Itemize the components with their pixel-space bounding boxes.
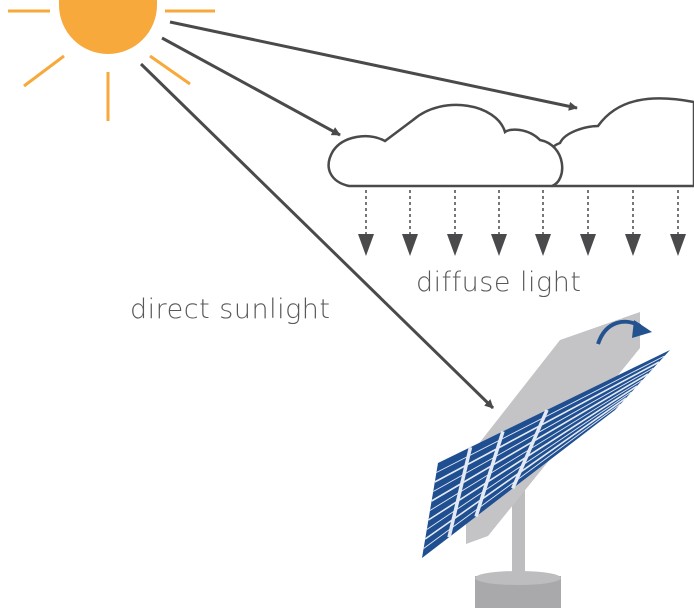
panel-grid — [423, 355, 665, 549]
panel-grid-line — [423, 403, 621, 549]
diffuse-arrow-head — [580, 234, 596, 256]
panel-grid-line — [427, 385, 638, 521]
diffuse-arrow-head — [358, 234, 374, 256]
rotate-arrow-head — [632, 320, 652, 338]
diffuse-arrow-head — [402, 234, 418, 256]
panel-grid-line — [434, 361, 660, 483]
pole — [512, 480, 525, 580]
panel-grid-line — [511, 409, 549, 490]
diffuse-arrow-head — [670, 234, 686, 256]
solar-panel-icon — [422, 312, 670, 608]
diffuse-arrow-head — [535, 234, 551, 256]
diffuse-arrow-head — [447, 234, 463, 256]
panel-grid-line — [432, 367, 654, 492]
ray-to-far-cloud — [169, 20, 578, 111]
ray-to-near-cloud — [161, 36, 341, 137]
cloud-right — [542, 97, 694, 188]
panel-grid-line — [431, 373, 649, 502]
light-rays — [139, 20, 578, 410]
panel-grid-line — [447, 446, 473, 538]
panel-grid-line — [474, 430, 505, 518]
diffuse-light-label: diffuse light — [416, 267, 582, 298]
direct-sunlight-ray — [139, 62, 495, 410]
cloud-left — [327, 103, 564, 188]
panel-grid-line — [426, 391, 632, 530]
diffuse-light-arrows — [358, 190, 686, 256]
direct-sunlight-label: direct sunlight — [130, 294, 331, 325]
cloud-icon — [327, 97, 694, 188]
diffuse-arrow-head — [625, 234, 641, 256]
sun-icon — [8, 0, 215, 121]
panel-grid-line — [424, 397, 627, 540]
diffuse-arrow-head — [491, 234, 507, 256]
panel-grid-line — [429, 379, 643, 511]
panel-grid-line — [436, 355, 665, 473]
